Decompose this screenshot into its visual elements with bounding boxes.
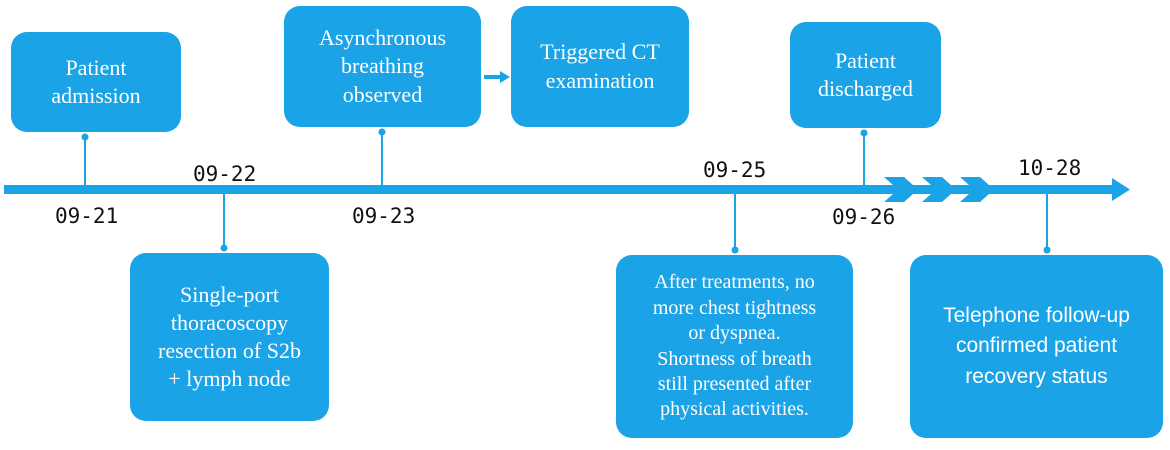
event-text-triggered-ct: Triggered CT examination [540,39,660,93]
event-text-after-treatments: After treatments, no more chest tightnes… [652,271,817,421]
gap-chevron-1 [884,177,918,202]
event-text-patient-admission: Patient admission [51,54,141,108]
gap-chevron-3 [960,177,994,202]
event-box-patient-discharged: Patient discharged [790,22,941,128]
date-label-0925: 09-25 [703,158,767,182]
event-box-patient-admission: Patient admission [11,32,181,132]
flow-arrow-head [500,71,510,83]
connector-dot-admission [81,133,89,141]
connector-dot-discharged [860,129,868,137]
event-text-patient-discharged: Patient discharged [818,47,913,101]
connector-dot-asynchronous [378,128,386,136]
connector-dot-treatments [731,246,739,254]
event-text-asynchronous-breathing: Asynchronous breathing observed [318,25,447,107]
date-label-0923: 09-23 [352,204,416,228]
date-label-0922: 09-22 [193,162,257,186]
event-box-surgery: Single-port thoracoscopy resection of S2… [130,253,329,421]
event-text-surgery: Single-port thoracoscopy resection of S2… [158,281,301,392]
event-box-telephone-followup: Telephone follow-up confirmed patient re… [910,255,1163,438]
date-label-0921: 09-21 [55,204,119,228]
event-text-telephone-followup: Telephone follow-up confirmed patient re… [943,303,1130,388]
date-label-1028: 10-28 [1018,156,1082,180]
connector-dot-followup [1043,246,1051,254]
connector-dot-surgery [220,244,228,252]
event-box-triggered-ct: Triggered CT examination [511,6,689,127]
event-box-asynchronous-breathing: Asynchronous breathing observed [284,6,481,127]
gap-chevron-2 [922,177,956,202]
date-label-0926: 09-26 [832,205,896,229]
event-box-after-treatments: After treatments, no more chest tightnes… [616,255,853,438]
timeline-axis [4,185,1116,194]
timeline-arrowhead [1112,178,1130,201]
